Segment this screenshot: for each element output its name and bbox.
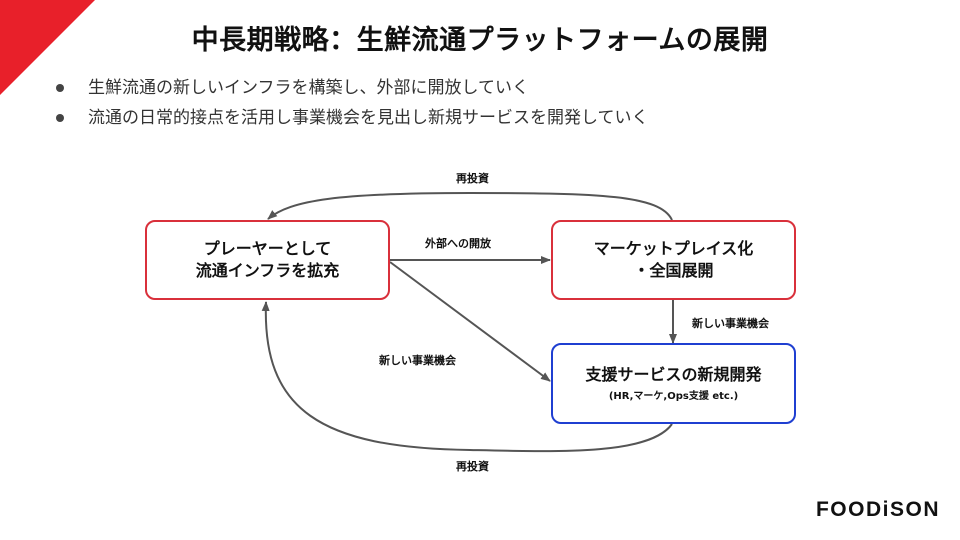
new-business-right-label: 新しい事業機会 [692,317,769,330]
foodison-logo: FOODiSON [815,498,940,521]
page-title: 中長期戦略：生鮮流通プラットフォームの展開 [191,25,769,56]
reinvest-bottom-label: 再投資 [456,460,489,473]
market-line1: マーケットプレイス化 [593,239,754,258]
player-infrastructure-box: プレーヤーとして 流通インフラを拡充 [145,220,390,300]
player-to-support-arrow [389,261,551,382]
open-external-label: 外部への開放 [425,237,491,250]
marketplace-box: マーケットプレイス化 ・全国展開 [551,220,796,300]
bullet-item: 生鮮流通の新しいインフラを構築し、外部に開放していく [52,76,649,106]
player-line2: 流通インフラを拡充 [195,261,340,280]
reinvest-top-label: 再投資 [456,172,489,185]
market-line2: ・全国展開 [633,261,714,280]
reinvest-top-arrow [267,191,673,221]
player-line1: プレーヤーとして [203,239,332,258]
reinvest-bottom-arrow [261,301,673,453]
support-sub: (HR,マーケ,Ops支援 etc.) [608,390,739,402]
corner-accent [0,0,95,95]
support-line1: 支援サービスの新規開発 [585,364,762,384]
new-business-center-label: 新しい事業機会 [379,354,456,367]
bullet-item: 流通の日常的接点を活用し事業機会を見出し新規サービスを開発していく [52,106,649,136]
support-services-box: 支援サービスの新規開発 (HR,マーケ,Ops支援 etc.) [551,343,796,424]
bullet-list: 生鮮流通の新しいインフラを構築し、外部に開放していく 流通の日常的接点を活用し事… [52,76,649,136]
